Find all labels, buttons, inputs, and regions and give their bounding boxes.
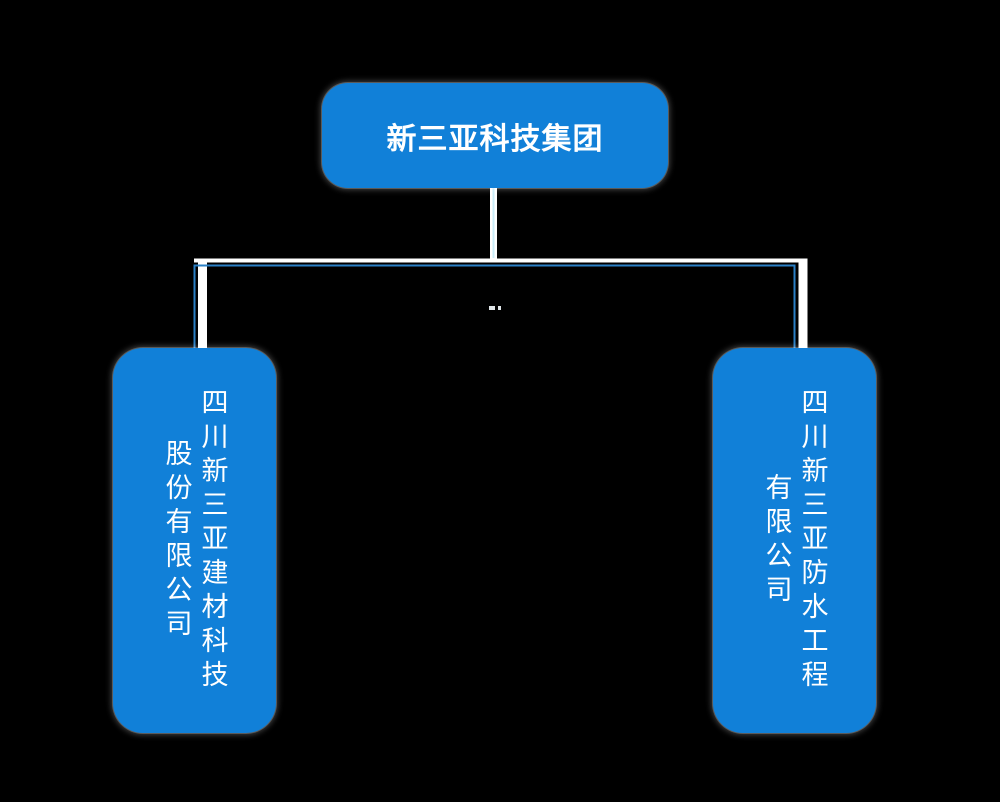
stray-dot	[489, 306, 495, 310]
org-node-child-2-line-1: 四川新三亚防水工程	[797, 387, 828, 694]
org-node-child-2-line-2: 有限公司	[761, 472, 792, 609]
org-node-child-1-line-2: 股份有限公司	[161, 438, 192, 643]
org-node-child-2[interactable]: 四川新三亚防水工程 有限公司	[713, 348, 876, 733]
org-node-root[interactable]: 新三亚科技集团	[322, 83, 668, 188]
org-node-child-1-line-1: 四川新三亚建材科技	[197, 387, 228, 694]
org-node-child-1-label: 四川新三亚建材科技 股份有限公司	[159, 388, 231, 694]
stray-dot	[498, 306, 501, 310]
org-node-child-2-label: 四川新三亚防水工程 有限公司	[759, 388, 831, 694]
org-node-child-1[interactable]: 四川新三亚建材科技 股份有限公司	[113, 348, 276, 733]
org-node-root-label: 新三亚科技集团	[386, 122, 604, 156]
